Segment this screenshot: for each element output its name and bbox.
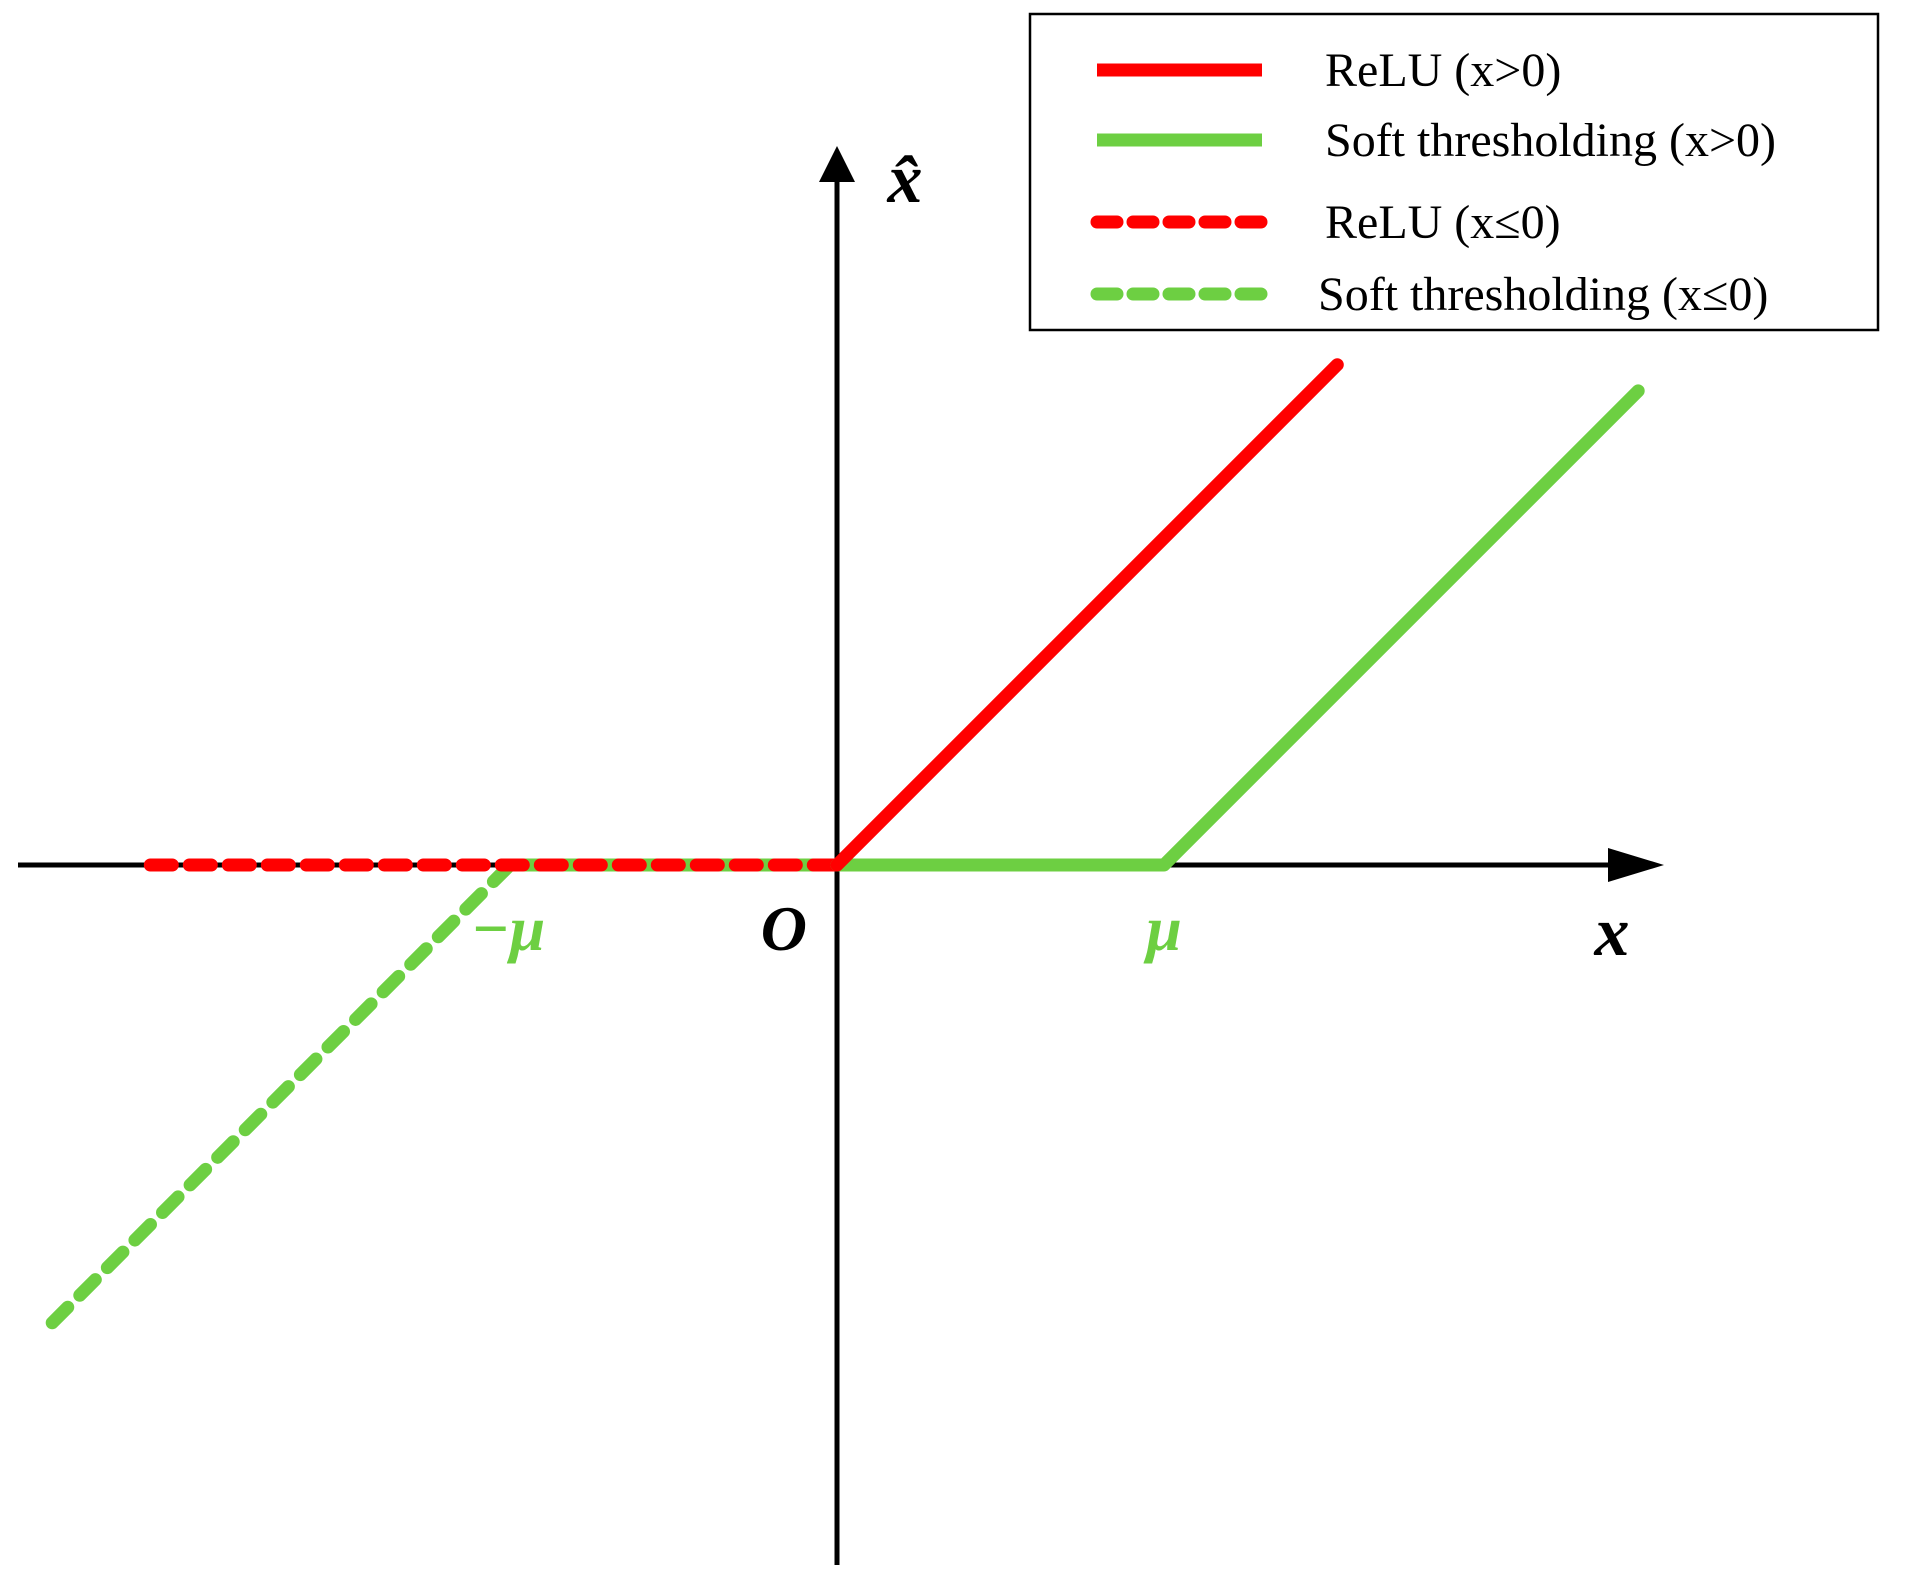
neg-mu-label: −μ xyxy=(471,893,545,964)
x-axis-title: x xyxy=(1594,894,1630,971)
legend-label-1: ReLU (x>0) xyxy=(1325,44,1561,97)
legend-label-3: ReLU (x≤0) xyxy=(1325,196,1561,249)
series-line-4 xyxy=(830,358,1344,872)
y-axis-title: x̂ xyxy=(887,141,923,218)
legend-label-4: Soft thresholding (x≤0) xyxy=(1318,268,1768,321)
series-group xyxy=(45,358,1645,1330)
x-axis-arrow xyxy=(1608,848,1664,882)
series-line-3 xyxy=(830,384,1645,872)
series-line-1 xyxy=(45,858,844,1330)
legend-label-2: Soft thresholding (x>0) xyxy=(1325,114,1776,167)
origin-label: O xyxy=(761,893,807,964)
mu-label: μ xyxy=(1143,893,1182,964)
legend: ReLU (x>0) Soft thresholding (x>0) ReLU (x… xyxy=(1028,12,1880,332)
y-axis-arrow xyxy=(819,146,855,182)
